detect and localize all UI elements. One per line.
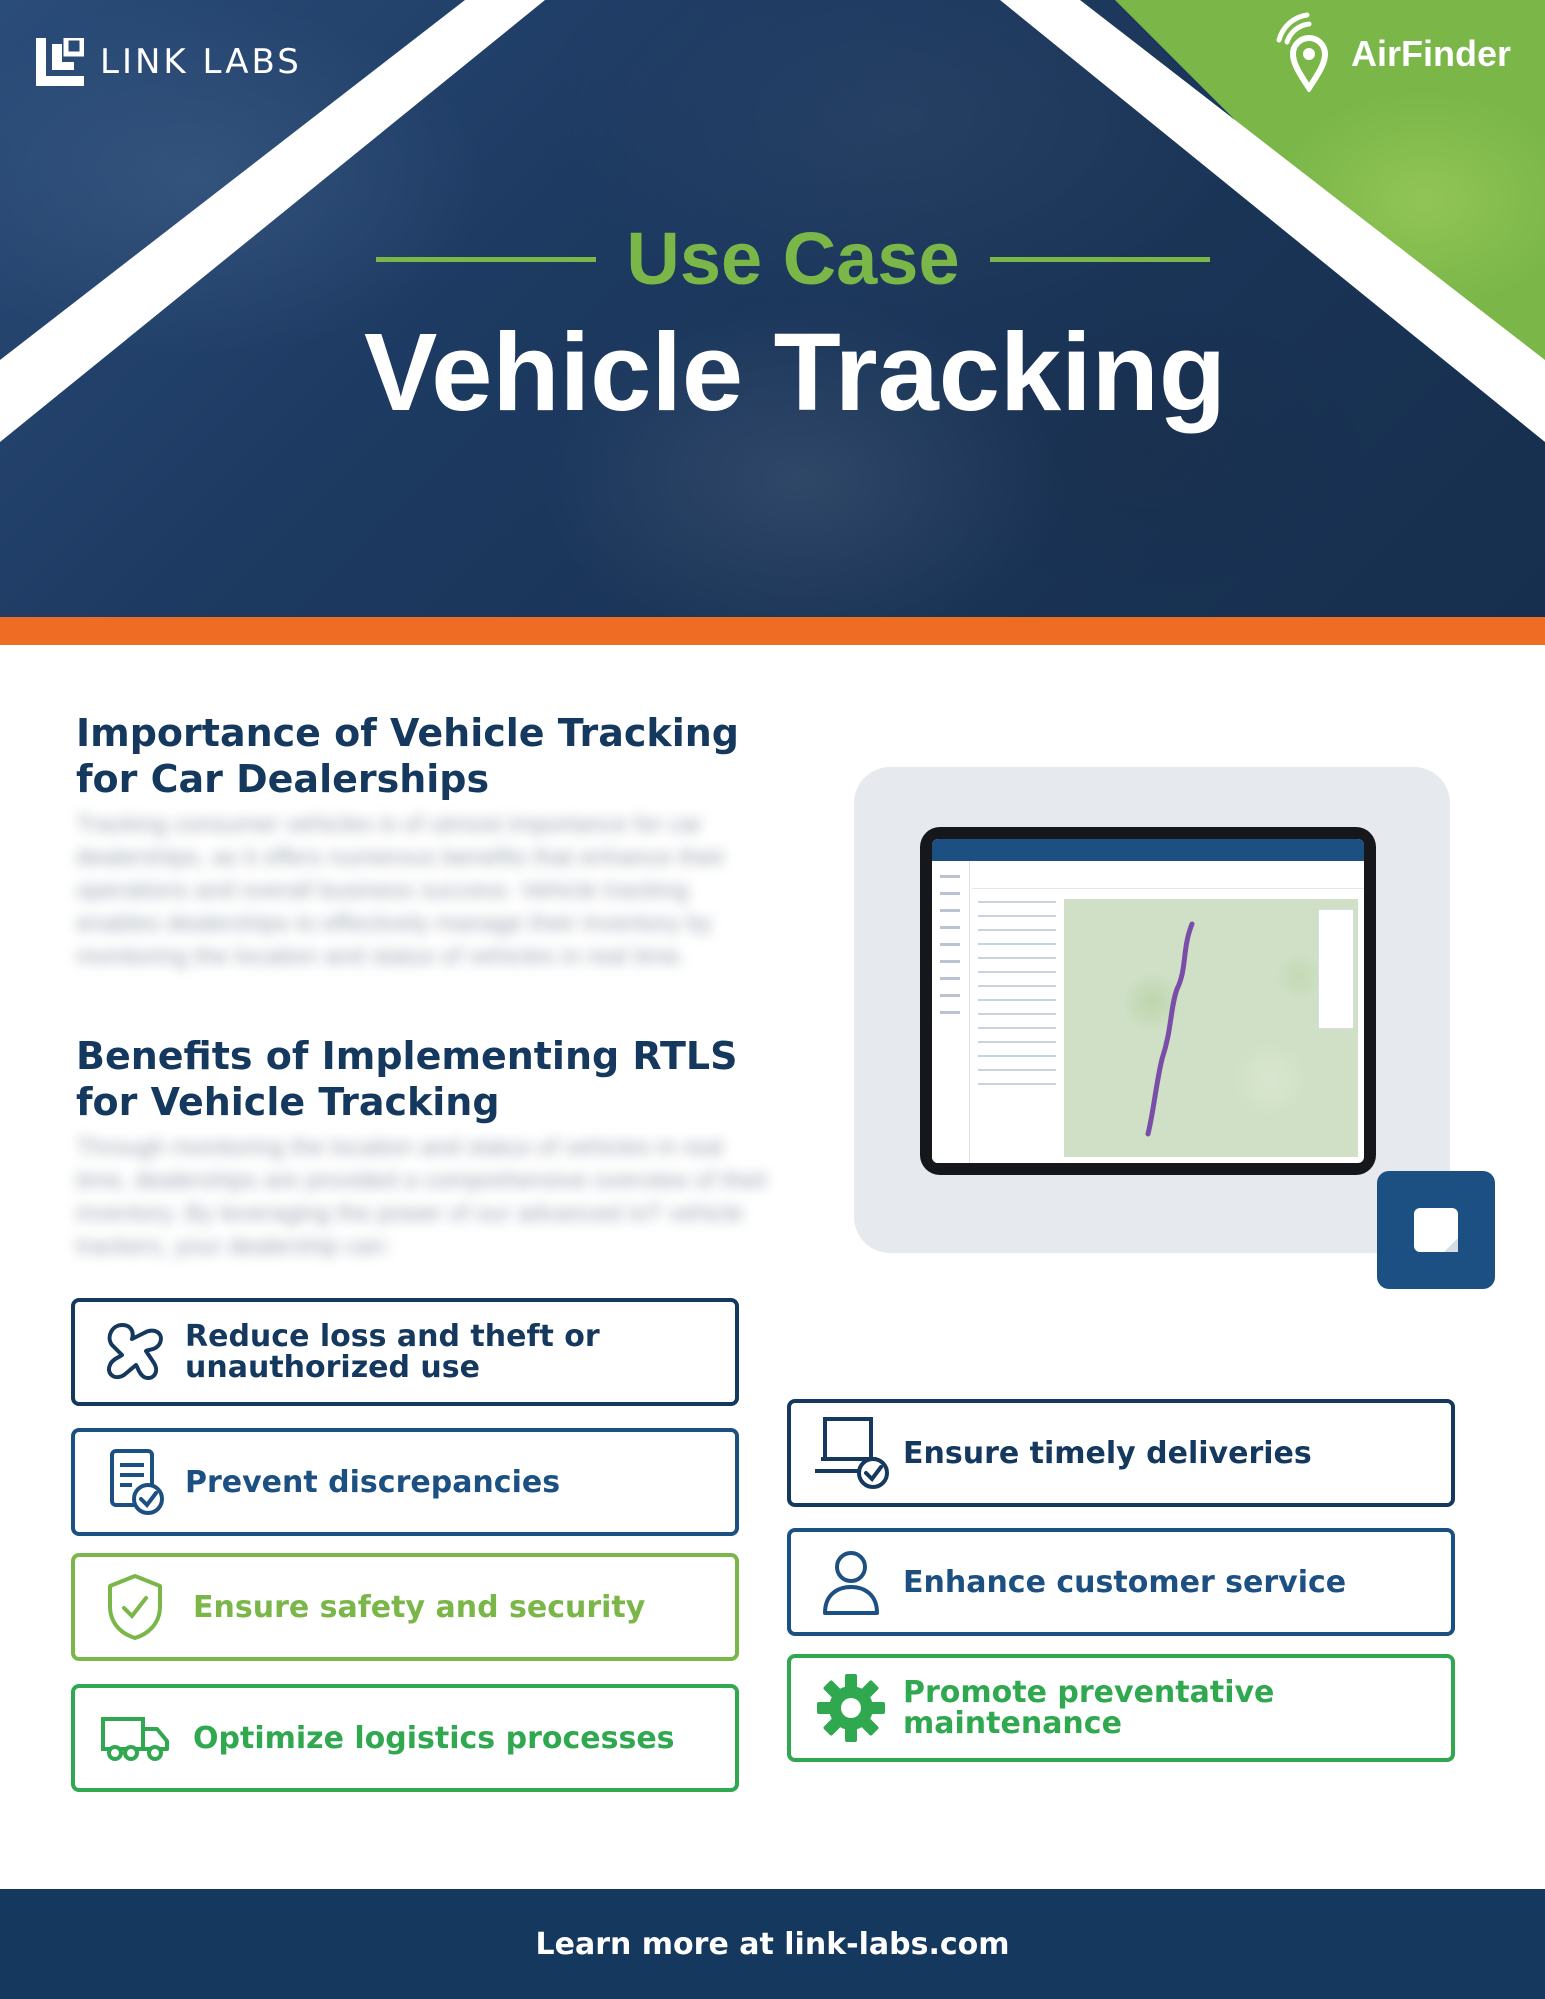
- feature-customer-service: Enhance customer service: [787, 1528, 1455, 1636]
- airfinder-logo-text: AirFinder: [1350, 33, 1511, 74]
- tablet-illustration: [920, 827, 1376, 1175]
- feature-label-line: unauthorized use: [185, 1350, 480, 1385]
- truck-icon: [95, 1698, 175, 1778]
- app-map: [1064, 899, 1358, 1157]
- app-header-bar: [932, 839, 1364, 861]
- hero-banner: LINK LABS AirFinder Use Case Vehicle Tra…: [0, 0, 1545, 617]
- feature-safety-security: Ensure safety and security: [71, 1553, 739, 1661]
- airfinder-logo-icon: [1273, 12, 1345, 96]
- section-body-benefits: Through monitoring the location and stat…: [76, 1134, 769, 1260]
- person-icon: [811, 1542, 891, 1622]
- feature-prevent-discrepancies: Prevent discrepancies: [71, 1428, 739, 1536]
- phone-icon: [1377, 1171, 1495, 1289]
- heading-line: Importance of Vehicle Tracking: [76, 711, 739, 755]
- link-labs-logo-icon: [36, 35, 85, 86]
- page-title: Vehicle Tracking: [363, 311, 1227, 434]
- section-body-importance: Tracking consumer vehicles is of utmost …: [76, 811, 726, 970]
- feature-reduce-loss: Reduce loss and theft or unauthorized us…: [71, 1298, 739, 1406]
- app-sidebar: [932, 861, 970, 1163]
- map-route-line: [1145, 921, 1195, 1137]
- feature-label: Promote preventative maintenance: [903, 1675, 1275, 1741]
- airfinder-logo[interactable]: AirFinder: [1273, 12, 1511, 96]
- heading-line: for Vehicle Tracking: [76, 1080, 500, 1124]
- footer: Learn more at link-labs.com: [0, 1889, 1545, 1999]
- section-heading-importance: Importance of Vehicle Tracking for Car D…: [76, 710, 776, 802]
- map-legend: [1318, 909, 1354, 1029]
- link-labs-logo-text: LINK LABS: [100, 42, 302, 82]
- tablet-screen: [932, 839, 1364, 1163]
- use-case-kicker: Use Case: [368, 222, 1218, 296]
- kicker-rule-right: [989, 256, 1210, 262]
- feature-label: Ensure safety and security: [193, 1589, 646, 1625]
- feature-optimize-logistics: Optimize logistics processes: [71, 1684, 739, 1792]
- laptop-check-icon: [811, 1413, 891, 1493]
- feature-label: Reduce loss and theft or unauthorized us…: [185, 1321, 600, 1383]
- app-toolbar: [972, 861, 1364, 889]
- feature-label: Prevent discrepancies: [185, 1464, 561, 1500]
- heading-line: for Car Dealerships: [76, 757, 490, 801]
- document-check-icon: [95, 1442, 175, 1522]
- feature-label: Enhance customer service: [903, 1564, 1347, 1600]
- footer-link[interactable]: Learn more at link-labs.com: [535, 1926, 1010, 1962]
- feature-label-line: Reduce loss and theft or: [185, 1319, 600, 1354]
- shield-check-icon: [95, 1567, 175, 1647]
- kicker-rule-left: [376, 256, 597, 262]
- heading-line: Benefits of Implementing RTLS: [76, 1034, 738, 1078]
- feature-timely-deliveries: Ensure timely deliveries: [787, 1399, 1455, 1507]
- link-labs-logo[interactable]: LINK LABS: [36, 35, 302, 86]
- app-asset-list: [972, 889, 1062, 1163]
- section-heading-benefits: Benefits of Implementing RTLS for Vehicl…: [76, 1033, 776, 1125]
- kicker-text: Use Case: [626, 217, 960, 300]
- orange-divider: [0, 617, 1545, 645]
- feature-label: Ensure timely deliveries: [903, 1435, 1312, 1471]
- feature-label: Optimize logistics processes: [193, 1720, 675, 1756]
- feature-preventative-maintenance: Promote preventative maintenance: [787, 1654, 1455, 1762]
- gear-icon: [811, 1668, 891, 1748]
- puzzle-x-icon: [95, 1312, 175, 1392]
